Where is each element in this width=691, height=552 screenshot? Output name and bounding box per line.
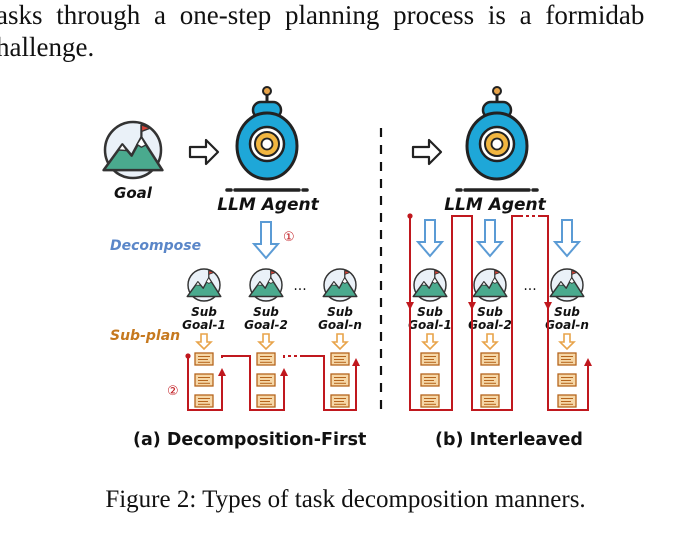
subgoal-2-line1: Sub: [253, 305, 279, 319]
llm-agent-robot-icon: [225, 85, 309, 192]
subgoal-n-line2-b: Goal-n: [545, 318, 589, 332]
subgoal-1-line2-b: Goal-1: [408, 318, 452, 332]
loop-b-start-dot: [407, 213, 413, 219]
subplan-cards-n: [331, 353, 349, 407]
decompose-arrow-bn-icon: [554, 219, 580, 257]
subgoal-1-line1-b: Sub: [417, 305, 443, 319]
subgoal-1-line2: Goal-1: [182, 318, 226, 332]
subcaption-decomposition-first: (a) Decomposition-First: [133, 430, 367, 450]
step-1-marker: ①: [283, 230, 295, 245]
subplan-arrow-2-icon: [258, 333, 274, 350]
subgoal-1-line1: Sub: [191, 305, 217, 319]
subgoal-2-line2: Goal-2: [244, 318, 288, 332]
subplan-cards-b1: [421, 353, 439, 407]
decompose-arrow-b2-icon: [477, 219, 503, 257]
subplan-cards-b2: [481, 353, 499, 407]
subgoal-ellipsis: ...: [293, 278, 306, 294]
arrow-right-icon-b: [411, 138, 443, 166]
agent-label-b: LLM Agent: [444, 195, 546, 215]
subgoal-1-icon-b: [412, 268, 448, 302]
subgoal-2-icon: [248, 268, 284, 302]
subplan-cards-2: [257, 353, 275, 407]
subplan-label: Sub-plan: [110, 328, 180, 344]
arrow-right-icon: [188, 138, 220, 166]
subgoal-2-line1-b: Sub: [477, 305, 503, 319]
subgoal-n-line2: Goal-n: [318, 318, 362, 332]
step-2-marker: ②: [167, 384, 179, 399]
subcaption-interleaved: (b) Interleaved: [435, 430, 583, 450]
subgoal-ellipsis-b: ...: [523, 278, 536, 294]
loop-a-start-dot: [185, 353, 191, 359]
llm-agent-robot-icon-b: [455, 85, 539, 192]
subplan-arrow-n-icon: [332, 333, 348, 350]
execution-loop-b: [406, 215, 592, 411]
subgoal-2-line2-b: Goal-2: [468, 318, 512, 332]
subgoal-n-line1-b: Sub: [554, 305, 580, 319]
subgoal-1-icon: [186, 268, 222, 302]
execution-loop-a: [187, 355, 360, 411]
subgoal-n-icon: [322, 268, 358, 302]
decompose-label: Decompose: [110, 238, 201, 254]
intro-text-line-1: asks through a one-step planning process…: [0, 0, 645, 30]
decompose-arrow-b1-icon: [417, 219, 443, 257]
subplan-arrow-bn-icon: [559, 333, 575, 350]
subgoal-n-line1: Sub: [327, 305, 353, 319]
figure-caption: Figure 2: Types of task decomposition ma…: [105, 486, 586, 513]
subplan-cards-bn: [558, 353, 576, 407]
decompose-arrow-icon: [253, 221, 279, 259]
subplan-arrow-1-icon: [196, 333, 212, 350]
subplan-arrow-b2-icon: [482, 333, 498, 350]
goal-label: Goal: [114, 184, 153, 202]
subgoal-2-icon-b: [472, 268, 508, 302]
subgoal-n-icon-b: [549, 268, 585, 302]
intro-text-line-2: hallenge.: [0, 32, 95, 62]
agent-label: LLM Agent: [217, 195, 319, 215]
subplan-arrow-b1-icon: [422, 333, 438, 350]
subplan-cards-1: [195, 353, 213, 407]
goal-mountain-icon: [102, 120, 164, 180]
